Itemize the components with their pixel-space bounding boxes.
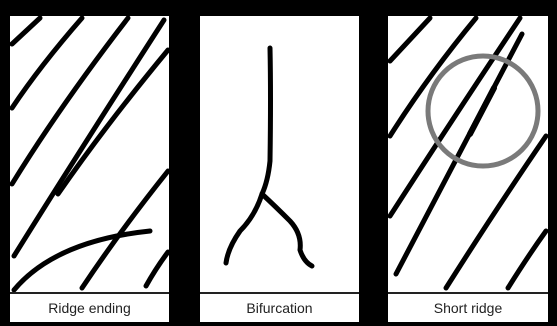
bifurcation-left-branch [226,194,262,263]
bifurcation-stem [262,48,271,194]
bifurcation-drawing [200,16,359,294]
ridge-ending-line [58,50,168,194]
panel-caption: Ridge ending [10,292,169,322]
ridge-line [390,18,476,136]
bifurcation-panel: Bifurcation [200,16,359,322]
ridge-line [396,34,522,274]
panel-caption: Short ridge [388,292,548,322]
ridge-ending-panel: Ridge ending [10,16,169,322]
ridge-line [390,18,430,61]
ridge-line [12,18,40,44]
short-ridge-segment [470,88,494,134]
ridge-ending-drawing [10,16,169,294]
panel-caption: Bifurcation [200,292,359,322]
ridge-line [14,231,150,290]
bifurcation-right-branch [262,194,312,266]
short-ridge-panel: Short ridge [388,16,548,322]
short-ridge-drawing [388,16,548,294]
ridge-line [14,20,164,256]
ridge-line [146,252,168,286]
ridge-line [508,231,546,288]
